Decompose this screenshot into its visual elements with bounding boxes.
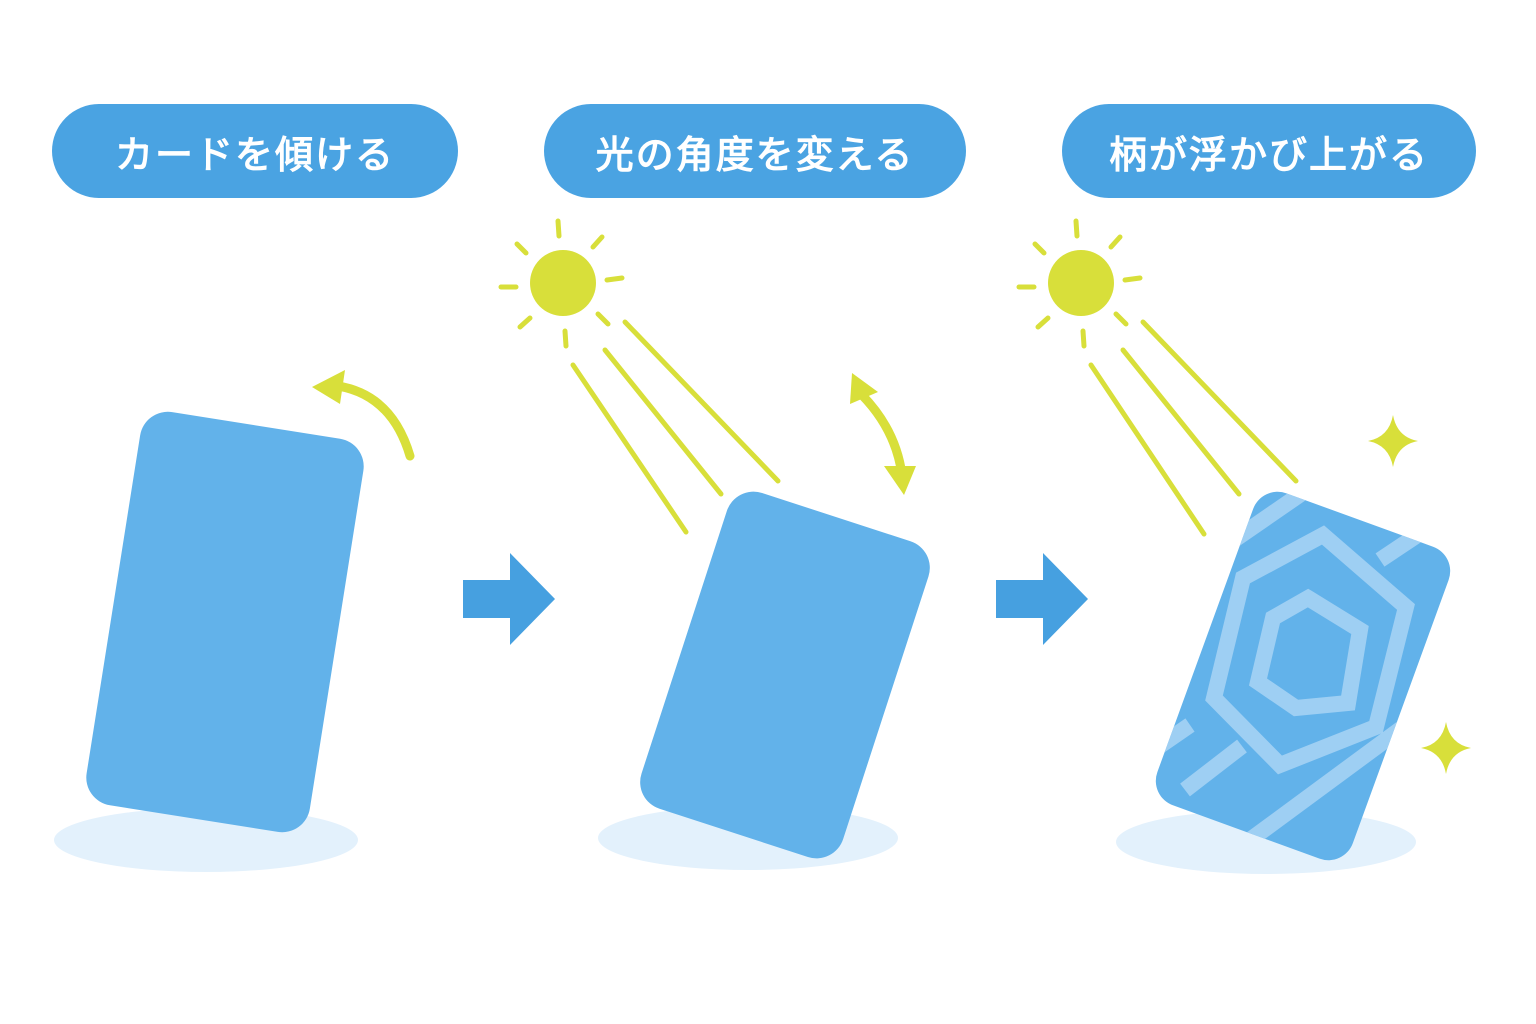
step-1-text: カードを傾ける: [114, 132, 395, 177]
card-2: [640, 491, 930, 859]
sun-icon: [498, 218, 625, 349]
step-1-group: [54, 370, 415, 872]
step-3-group: [1016, 218, 1471, 874]
light-rays-icon: [570, 319, 781, 535]
step-3-label: 柄が浮かび上がる: [1062, 104, 1476, 198]
next-arrow-icon: [463, 553, 555, 645]
next-arrow-icon: [996, 553, 1088, 645]
step-1-label: カードを傾ける: [52, 104, 458, 198]
light-rays-icon: [1088, 319, 1299, 537]
step-2-label: 光の角度を変える: [544, 104, 966, 198]
sparkle-icon: [1421, 722, 1471, 774]
card-1: [86, 411, 364, 833]
tilt-arrow-icon: [312, 370, 415, 461]
step-2-text: 光の角度を変える: [595, 132, 915, 177]
step-2-group: [498, 218, 930, 870]
double-arrow-icon: [850, 373, 916, 495]
sparkle-icon: [1368, 415, 1418, 467]
sun-icon: [1016, 218, 1143, 349]
step-3-text: 柄が浮かび上がる: [1108, 132, 1429, 177]
